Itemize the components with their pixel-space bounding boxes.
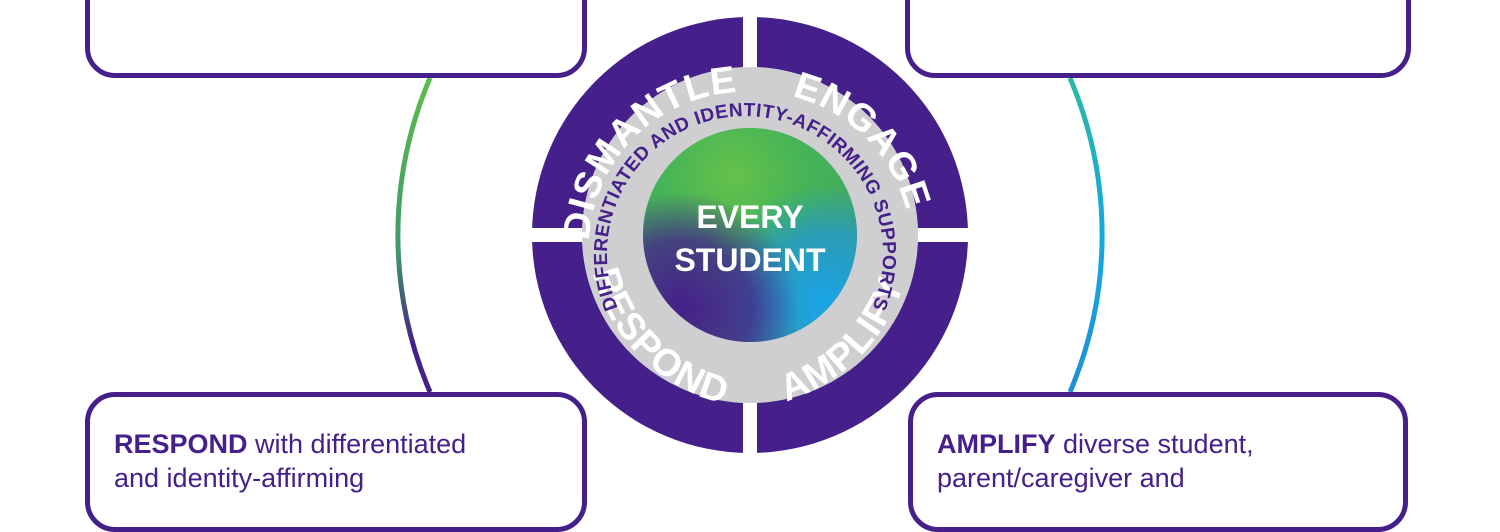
outer-arc-right (1067, 77, 1105, 393)
box-respond-rest: with differentiated (247, 429, 467, 459)
box-top-right (905, 0, 1411, 78)
outer-arc-left (395, 77, 433, 393)
box-amplify-verb: AMPLIFY (937, 429, 1056, 459)
box-amplify: AMPLIFY diverse student, parent/caregive… (908, 392, 1408, 532)
box-amplify-rest: diverse student, (1055, 429, 1254, 459)
center-label-line1: EVERY (696, 199, 803, 235)
box-respond-verb: RESPOND (114, 429, 248, 459)
diagram-graphic: DISMANTLE ENGAGE RESPOND AMPLIFY DIFFERE… (395, 17, 1105, 453)
box-respond-text: RESPOND with differentiated and identity… (114, 427, 566, 495)
box-top-left (85, 0, 587, 78)
box-amplify-line2: parent/caregiver and (937, 463, 1185, 493)
center-label-line2: STUDENT (674, 242, 826, 278)
box-respond: RESPOND with differentiated and identity… (85, 392, 587, 532)
box-respond-line2: and identity-affirming (114, 463, 365, 493)
diagram-stage: DISMANTLE ENGAGE RESPOND AMPLIFY DIFFERE… (85, 0, 1411, 532)
box-amplify-text: AMPLIFY diverse student, parent/caregive… (937, 427, 1387, 495)
